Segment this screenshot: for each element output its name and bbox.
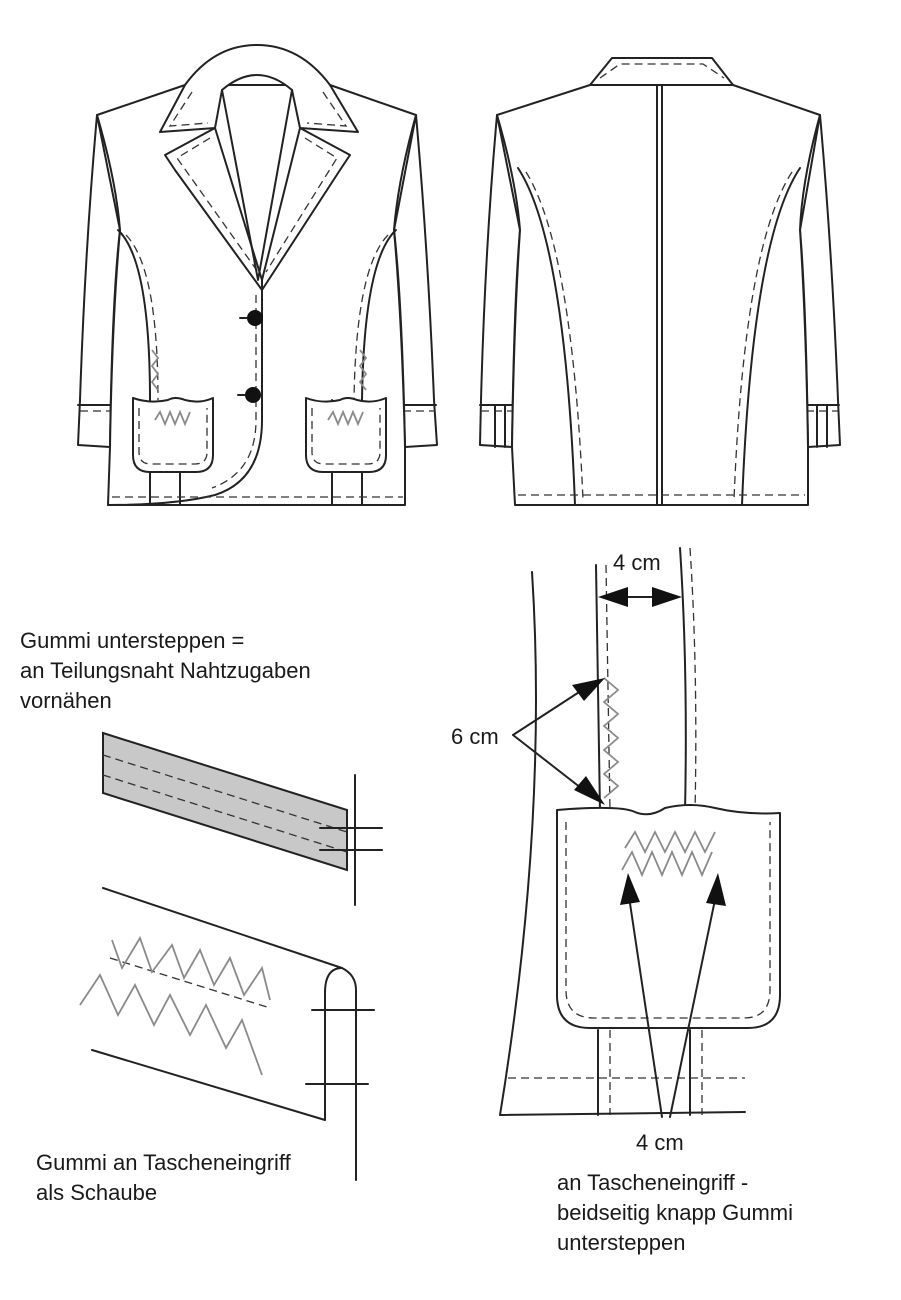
detail-width-top: 4 cm <box>613 550 661 575</box>
detail-note-line1: an Tascheneingriff - <box>557 1170 749 1195</box>
detail-width-bottom: 4 cm <box>636 1130 684 1155</box>
pocket-detail-illustration <box>499 547 781 1118</box>
step2-line1: Gummi an Tascheneingriff <box>36 1150 291 1175</box>
detail-note-line2: beidseitig knapp Gummi <box>557 1200 794 1225</box>
detail-zigzag-pocket <box>621 829 716 878</box>
step1-line1: Gummi untersteppen = <box>20 628 245 653</box>
zigzag-stitch-upper <box>111 935 271 1001</box>
detail-pocket <box>556 804 781 1029</box>
detail-length-side: 6 cm <box>451 724 499 749</box>
detail-note-line3: untersteppen <box>557 1230 686 1255</box>
button-top <box>247 310 263 326</box>
jacket-back-view <box>479 57 841 506</box>
zigzag-stitch-lower <box>79 973 263 1076</box>
pocket-opening-illustration <box>79 887 375 1181</box>
detail-zigzag-side <box>602 677 620 799</box>
jacket-front-view <box>77 44 438 506</box>
elastic-band <box>102 731 348 872</box>
front-right-pocket <box>305 397 387 473</box>
back-body <box>496 84 821 506</box>
step1-line3: vornähen <box>20 688 112 713</box>
back-collar <box>589 57 734 86</box>
step1-line2: an Teilungsnaht Nahtzugaben <box>20 658 311 683</box>
elastic-band-illustration <box>102 731 383 906</box>
front-collar <box>159 44 359 133</box>
front-left-pocket <box>132 397 214 473</box>
step2-line2: als Schaube <box>36 1180 158 1205</box>
button-bottom <box>245 387 261 403</box>
